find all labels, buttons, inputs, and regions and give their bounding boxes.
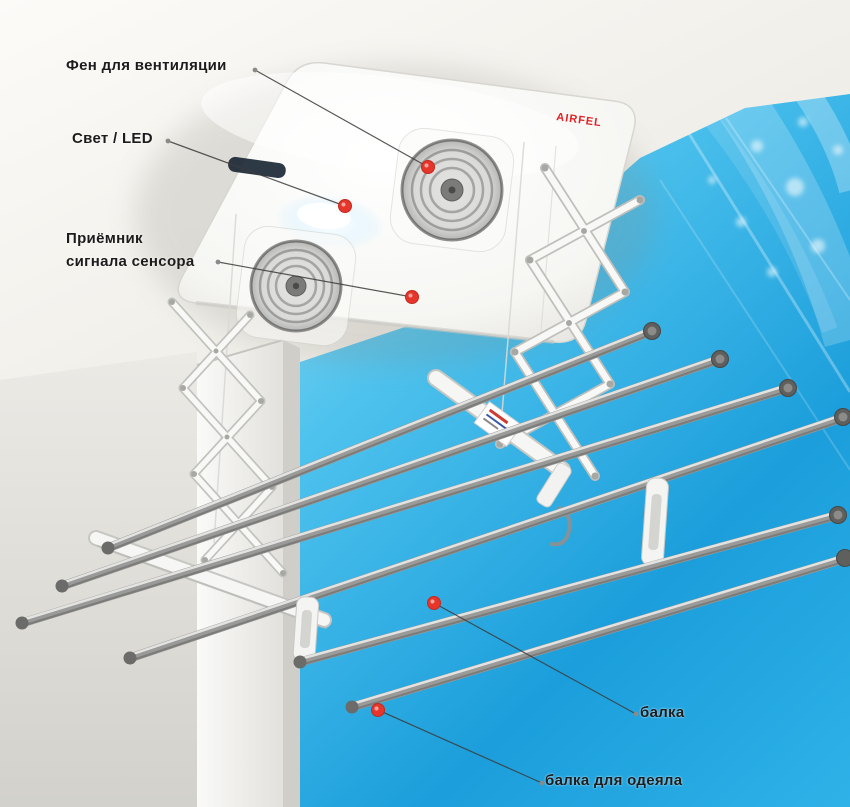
sky-bokeh-dots (708, 117, 843, 277)
drying-rod (15, 379, 797, 630)
annotation-dot-beam (427, 596, 441, 610)
label-sensor-line2: сигнала сенсора (66, 252, 195, 270)
label-ventilation-fan: Фен для вентиляции (66, 57, 227, 74)
annotation-dot-highlights (341, 163, 435, 711)
left-wall (0, 352, 197, 807)
fan-grille-right (389, 127, 515, 253)
annotation-layer (165, 67, 639, 786)
blanket-beam (293, 506, 847, 669)
annotation-line-light (167, 140, 346, 207)
dryer-unit: AIRFEL (177, 61, 636, 347)
label-led-light: Свет / LED (72, 130, 153, 147)
label-sensor-line1: Приёмник (66, 230, 143, 247)
annotation-label-end-dots (165, 67, 639, 786)
blanket-beam-hangers (292, 477, 669, 662)
fan-grille-left (235, 225, 357, 347)
annotation-dot-fan (421, 160, 435, 174)
drying-rod (101, 322, 661, 555)
sensor-receiver-window (228, 156, 286, 179)
label-blanket-beam: балка для одеяла (545, 772, 683, 789)
wall-column (196, 339, 300, 807)
annotation-line-blanket (377, 709, 543, 784)
hanger (641, 477, 669, 567)
annotation-line-beam (433, 602, 637, 715)
annotation-dot-sensor (405, 290, 419, 304)
label-beam: балка (640, 704, 685, 721)
drying-rods (15, 322, 850, 665)
annotation-dot-light (338, 199, 352, 213)
drying-rod (123, 408, 850, 665)
annotation-line-fan (254, 69, 429, 168)
drying-rod (55, 350, 729, 593)
hanger (292, 596, 320, 662)
blanket-beam (345, 549, 850, 714)
label-sensor-receiver: Приёмник сигнала сенсора (66, 228, 195, 273)
annotation-line-sensor (217, 261, 413, 298)
annotation-dot-blanket (371, 703, 385, 717)
blanket-beams (293, 506, 850, 714)
frame-plate-right (427, 369, 572, 547)
